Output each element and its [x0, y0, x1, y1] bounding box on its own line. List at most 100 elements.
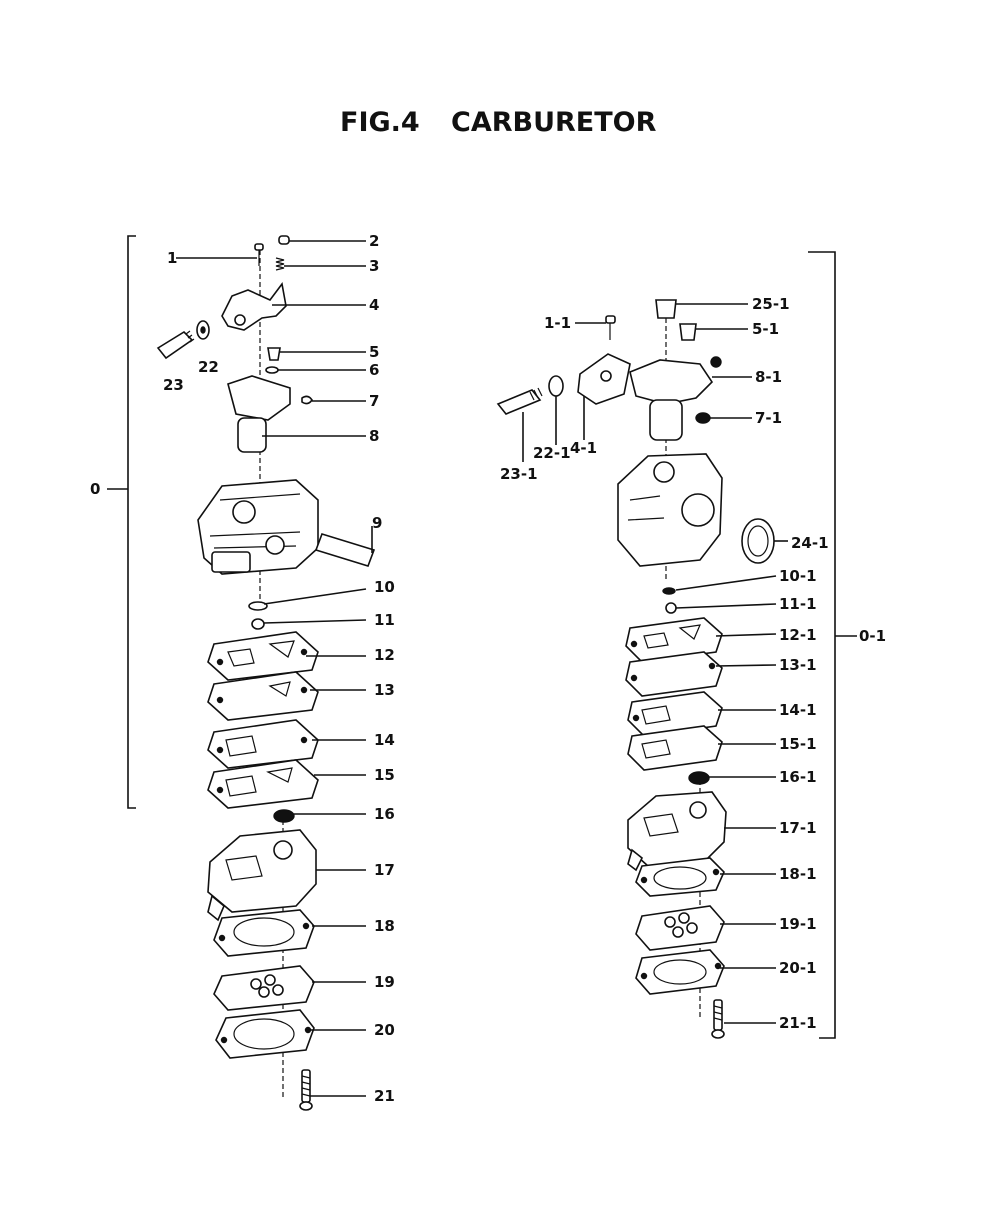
part-22-1-washer [548, 375, 564, 397]
part-19-1-diaphragm [635, 905, 725, 951]
callout-22: 22 [198, 358, 219, 376]
callout-17-1: 17-1 [779, 819, 817, 837]
right-assembly-bracket [808, 251, 857, 1039]
right-leader-lines [522, 303, 788, 1024]
callout-22-1: 22-1 [533, 444, 571, 462]
callout-5-1: 5-1 [752, 320, 779, 338]
right-callout-labels: 1-1 25-1 5-1 8-1 7-1 4-1 22-1 23-1 24-1 … [500, 295, 829, 1032]
callout-20-1: 20-1 [779, 959, 817, 977]
figure-number: FIG.4 [340, 107, 420, 138]
part-16-filter [273, 809, 295, 823]
part-25-1-cap [655, 299, 677, 319]
part-13-gasket [207, 671, 319, 721]
part-23-adjust-screw [156, 330, 195, 360]
part-7-1-clip [695, 412, 711, 424]
part-7-clip [301, 395, 313, 405]
callout-3: 3 [369, 257, 379, 275]
callout-8-1: 8-1 [755, 368, 782, 386]
left-assembly-bracket [107, 235, 136, 809]
part-5-cap [267, 347, 281, 361]
callout-13: 13 [374, 681, 395, 699]
part-14-1-plate [627, 691, 723, 737]
part-10-1-o-ring [662, 587, 676, 595]
part-10-o-ring [248, 601, 268, 611]
part-11-1-needle [665, 602, 677, 614]
callout-13-1: 13-1 [779, 656, 817, 674]
part-9-shaft [314, 533, 376, 567]
part-13-1-gasket [625, 651, 723, 697]
part-1-1-screw [605, 315, 616, 340]
callout-12: 12 [374, 646, 395, 664]
left-carburetor-body [197, 479, 319, 575]
callout-7: 7 [369, 392, 379, 410]
part-8-1-throttle-valve [629, 356, 722, 441]
part-17-1-pump-body [627, 791, 727, 872]
callout-8: 8 [369, 427, 379, 445]
callout-17: 17 [374, 861, 395, 879]
callout-20: 20 [374, 1021, 395, 1039]
callout-6: 6 [369, 361, 379, 379]
callout-21-1: 21-1 [779, 1014, 817, 1032]
callout-21: 21 [374, 1087, 395, 1105]
part-15-gasket [207, 759, 319, 809]
part-4-1-lever [577, 353, 631, 405]
callout-12-1: 12-1 [779, 626, 817, 644]
figure-title: CARBURETOR [451, 107, 657, 138]
right-assembly-label: 0-1 [859, 627, 886, 645]
callout-23: 23 [163, 376, 184, 394]
part-22-washer [196, 320, 210, 340]
part-24-1-seal-ring [741, 518, 775, 564]
part-23-1-adjust-screw [496, 387, 543, 415]
left-assembly-label: 0 [90, 480, 100, 498]
part-14-plate [207, 719, 319, 769]
callout-14: 14 [374, 731, 395, 749]
callout-25-1: 25-1 [752, 295, 790, 313]
part-20-1-cover [635, 949, 725, 995]
part-21-1-screw [711, 999, 725, 1039]
callout-4: 4 [369, 296, 379, 314]
callout-18-1: 18-1 [779, 865, 817, 883]
part-18-gasket [213, 909, 315, 957]
callout-5: 5 [369, 343, 379, 361]
callout-10-1: 10-1 [779, 567, 817, 585]
callout-1: 1 [167, 249, 177, 267]
part-20-cover [215, 1009, 315, 1059]
left-parts [156, 235, 376, 1111]
part-15-1-gasket [627, 725, 723, 771]
callout-11: 11 [374, 611, 395, 629]
part-16-1-filter [688, 771, 710, 785]
callout-1-1: 1-1 [544, 314, 571, 332]
callout-14-1: 14-1 [779, 701, 817, 719]
part-21-screw [299, 1069, 313, 1111]
callout-2: 2 [369, 232, 379, 250]
callout-18: 18 [374, 917, 395, 935]
callout-24-1: 24-1 [791, 534, 829, 552]
part-8-throttle-valve [227, 375, 291, 453]
callout-9: 9 [372, 514, 382, 532]
callout-7-1: 7-1 [755, 409, 782, 427]
callout-10: 10 [374, 578, 395, 596]
part-3-spring [275, 257, 285, 271]
right-carburetor-body [617, 453, 723, 567]
part-11-needle [251, 618, 265, 630]
callout-4-1: 4-1 [570, 439, 597, 457]
part-12-gasket [207, 631, 319, 681]
callout-11-1: 11-1 [779, 595, 817, 613]
part-1-screw [254, 243, 264, 266]
part-12-1-gasket [625, 617, 723, 663]
part-6-ring [265, 366, 279, 374]
part-19-diaphragm [213, 965, 315, 1011]
left-callout-labels: 1 2 3 4 5 6 7 8 9 10 11 12 13 14 15 16 1… [163, 232, 395, 1105]
part-2-screw [278, 235, 290, 245]
part-4-throttle-lever [221, 282, 287, 331]
part-17-pump-body [207, 829, 317, 922]
right-parts [496, 299, 775, 1039]
callout-19-1: 19-1 [779, 915, 817, 933]
callout-16-1: 16-1 [779, 768, 817, 786]
callout-15-1: 15-1 [779, 735, 817, 753]
left-leader-lines [176, 240, 373, 1097]
callout-16: 16 [374, 805, 395, 823]
part-5-1-cap [679, 323, 697, 341]
part-18-1-gasket [635, 857, 725, 897]
